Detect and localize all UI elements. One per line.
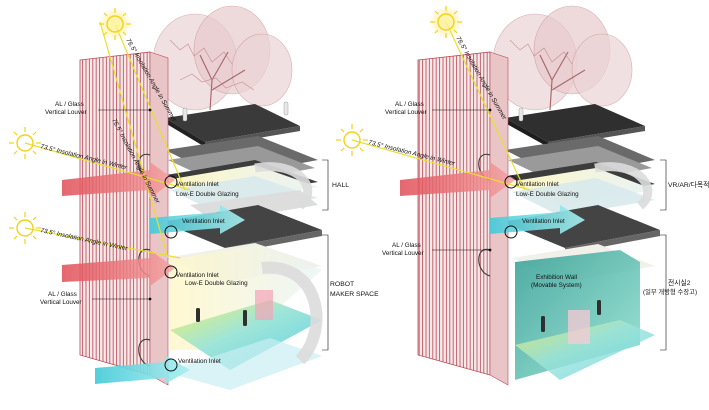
sun-icon [9,127,41,159]
label-louver-bottom-line2: Vertical Louver [40,299,82,306]
label-vent-inlet-3: Ventilation Inlet [176,272,219,279]
label-louver-bottom-line2: Vertical Louver [382,250,424,257]
label-louver-top-line1: AL / Glass [55,101,84,108]
hot-air-arrow-upper-left [62,162,175,198]
label-louver-top-line1: AL / Glass [395,101,424,108]
sun-icon [9,212,41,244]
label-gallery-line2: (일부 개방형 수장고) [643,287,697,296]
label-louver-top-line2: Vertical Louver [385,109,427,116]
label-hall: HALL [332,182,349,189]
roof-figures-right [518,107,524,122]
duct-upper-right [594,162,653,210]
label-exhibit-wall-line1: Exhibition Wall [536,274,577,281]
floor-glow-left [170,300,322,370]
sun-icon [99,8,131,40]
label-vent-inlet-2: Ventilation Inlet [182,218,225,225]
roof-slab-right [505,104,645,142]
duct-upper-left [254,162,313,210]
hot-air-arrow-right [400,162,515,198]
sun-icon [430,6,462,38]
cool-air-arrow-bottom-left [95,355,190,384]
sun-rays-right [351,21,531,191]
label-louver-bottom-line1: AL / Glass [48,291,77,298]
label-louver-bottom-line1: AL / Glass [392,242,421,249]
label-vent-inlet-1: Ventilation Inlet [176,181,219,188]
label-robot-line2: MAKER SPACE [330,291,379,298]
tree-right [492,5,633,111]
label-lowe-1: Low-E Double Glazing [516,191,579,198]
vent-markers-left [164,175,178,372]
vent-markers-right [504,175,518,239]
sun-icon [336,124,368,156]
label-lowe-1: Low-E Double Glazing [176,191,239,198]
label-vent-inlet-1: Ventilation Inlet [516,181,559,188]
roof-slab-left [165,104,300,142]
label-vent-inlet-2: Ventilation Inlet [522,218,565,225]
people-left [196,308,247,326]
label-gallery-line1: 전시실2 [668,278,691,287]
duct-lower-left [261,261,323,365]
label-vr-room: VR/AR/다목적룸 [668,180,709,189]
tree-left [152,5,293,111]
right-building [351,5,660,386]
label-lowe-2: Low-E Double Glazing [185,280,248,287]
left-building [24,5,323,390]
label-robot-line1: ROBOT [330,281,354,288]
roof-figures-left [182,101,289,122]
hot-air-arrow-lower-left [62,250,175,286]
label-exhibit-wall-line2: (Movable System) [531,282,582,289]
label-vent-inlet-4: Ventilation Inlet [178,358,221,365]
label-louver-top-line2: Vertical Louver [45,109,87,116]
sun-rays-left [24,21,191,259]
people-right [541,300,601,332]
